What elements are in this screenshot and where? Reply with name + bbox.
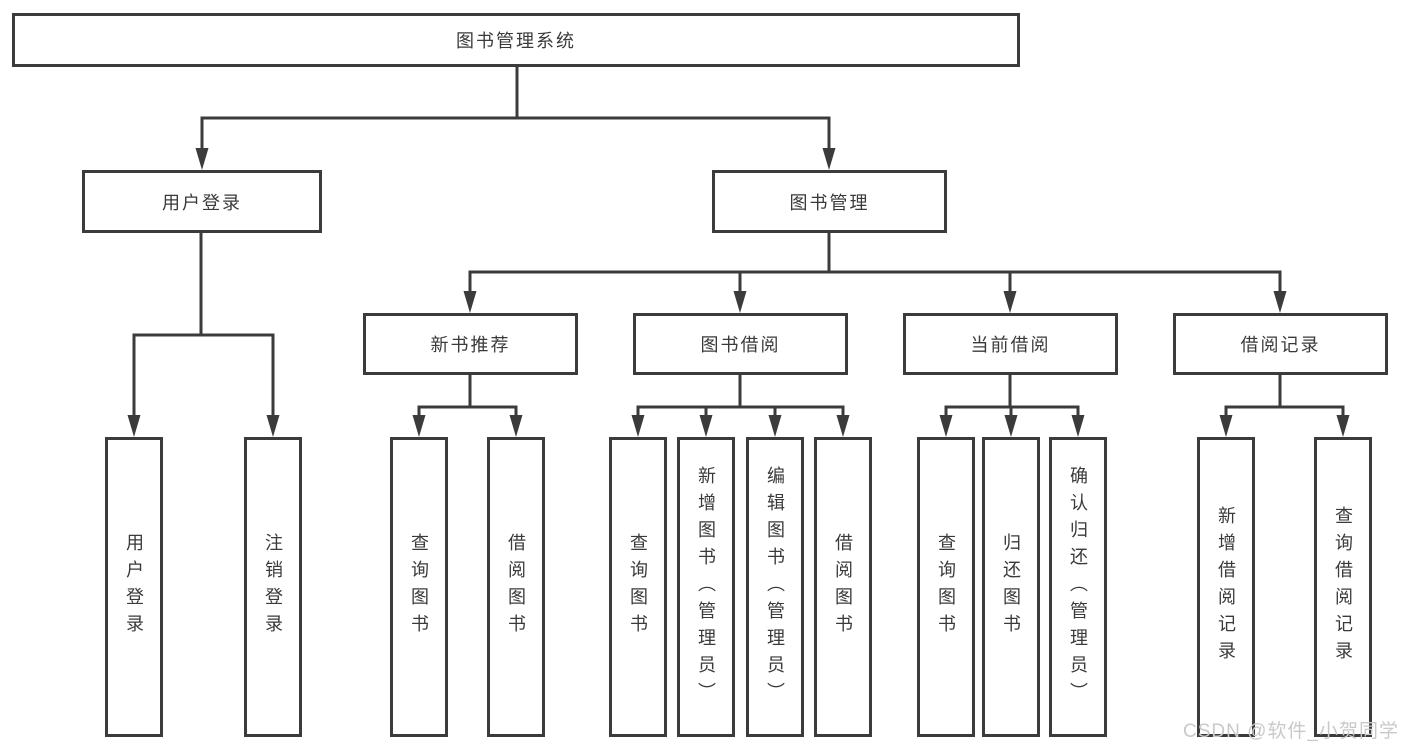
leaf-logout-label: 注销登录 bbox=[263, 533, 283, 641]
watermark: CSDN @软件_小贺同学 bbox=[1183, 721, 1399, 742]
leaf-query-book-b-label: 查询图书 bbox=[628, 533, 648, 641]
leaf-query-borrow-record: 查询借阅记录 bbox=[1314, 437, 1372, 737]
leaf-add-borrow-record: 新增借阅记录 bbox=[1197, 437, 1255, 737]
leaf-query-book-a-label: 查询图书 bbox=[409, 533, 429, 641]
leaf-query-book-c-label: 查询图书 bbox=[936, 533, 956, 641]
leaf-add-borrow-record-label: 新增借阅记录 bbox=[1216, 506, 1236, 668]
leaf-add-book-admin: 新增图书（管理员） bbox=[677, 437, 735, 737]
leaf-borrow-book-b: 借阅图书 bbox=[814, 437, 872, 737]
node-book-management: 图书管理 bbox=[712, 170, 947, 233]
leaf-user-login-label: 用户登录 bbox=[124, 533, 144, 641]
node-new-book-recommend: 新书推荐 bbox=[363, 313, 578, 375]
leaf-confirm-return-admin-label: 确认归还（管理员） bbox=[1068, 465, 1088, 709]
node-current-borrow: 当前借阅 bbox=[903, 313, 1118, 375]
node-book-borrow: 图书借阅 bbox=[633, 313, 848, 375]
leaf-user-login: 用户登录 bbox=[105, 437, 163, 737]
leaf-query-book-b: 查询图书 bbox=[609, 437, 667, 737]
leaf-confirm-return-admin: 确认归还（管理员） bbox=[1049, 437, 1107, 737]
leaf-return-book-label: 归还图书 bbox=[1001, 533, 1021, 641]
leaf-borrow-book-a: 借阅图书 bbox=[487, 437, 545, 737]
leaf-return-book: 归还图书 bbox=[982, 437, 1040, 737]
leaf-query-borrow-record-label: 查询借阅记录 bbox=[1333, 506, 1353, 668]
leaf-edit-book-admin: 编辑图书（管理员） bbox=[746, 437, 804, 737]
leaf-add-book-admin-label: 新增图书（管理员） bbox=[696, 465, 716, 709]
leaf-borrow-book-a-label: 借阅图书 bbox=[506, 533, 526, 641]
leaf-logout: 注销登录 bbox=[244, 437, 302, 737]
leaf-query-book-c: 查询图书 bbox=[917, 437, 975, 737]
arrowheads bbox=[127, 148, 1350, 437]
leaf-borrow-book-b-label: 借阅图书 bbox=[833, 533, 853, 641]
node-root: 图书管理系统 bbox=[12, 13, 1020, 67]
leaf-query-book-a: 查询图书 bbox=[390, 437, 448, 737]
leaf-edit-book-admin-label: 编辑图书（管理员） bbox=[765, 465, 785, 709]
node-borrow-records: 借阅记录 bbox=[1173, 313, 1388, 375]
node-user-login: 用户登录 bbox=[82, 170, 322, 233]
